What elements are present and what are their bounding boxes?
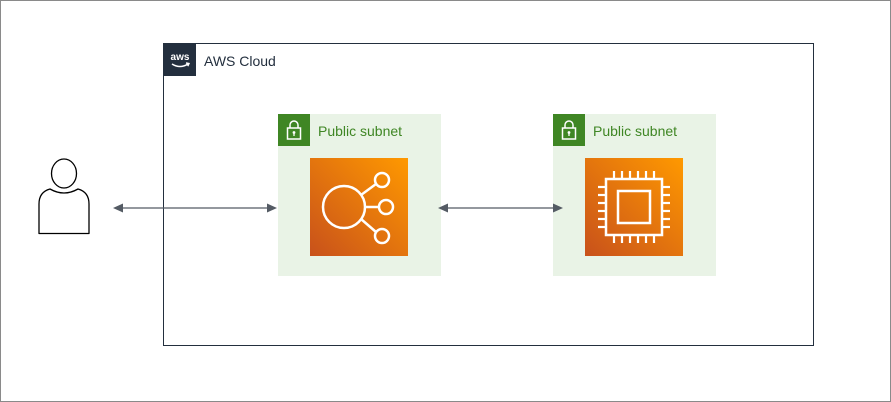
aws-cloud-group: aws AWS Cloud — [163, 43, 814, 346]
lock-icon — [553, 114, 585, 146]
ec2-instance-icon[interactable] — [585, 158, 683, 256]
elastic-load-balancing-icon[interactable] — [310, 158, 408, 256]
aws-logo-icon: aws — [164, 44, 196, 76]
public-subnet-1-label: Public subnet — [318, 123, 403, 139]
lock-icon — [278, 114, 310, 146]
aws-cloud-label: AWS Cloud — [204, 53, 276, 69]
user-icon[interactable] — [37, 157, 91, 235]
svg-text:aws: aws — [171, 52, 190, 63]
public-subnet-2-label: Public subnet — [593, 123, 678, 139]
arrow-load-balancer-to-ec2[interactable] — [438, 203, 563, 213]
arrow-user-to-load-balancer[interactable] — [113, 203, 277, 213]
